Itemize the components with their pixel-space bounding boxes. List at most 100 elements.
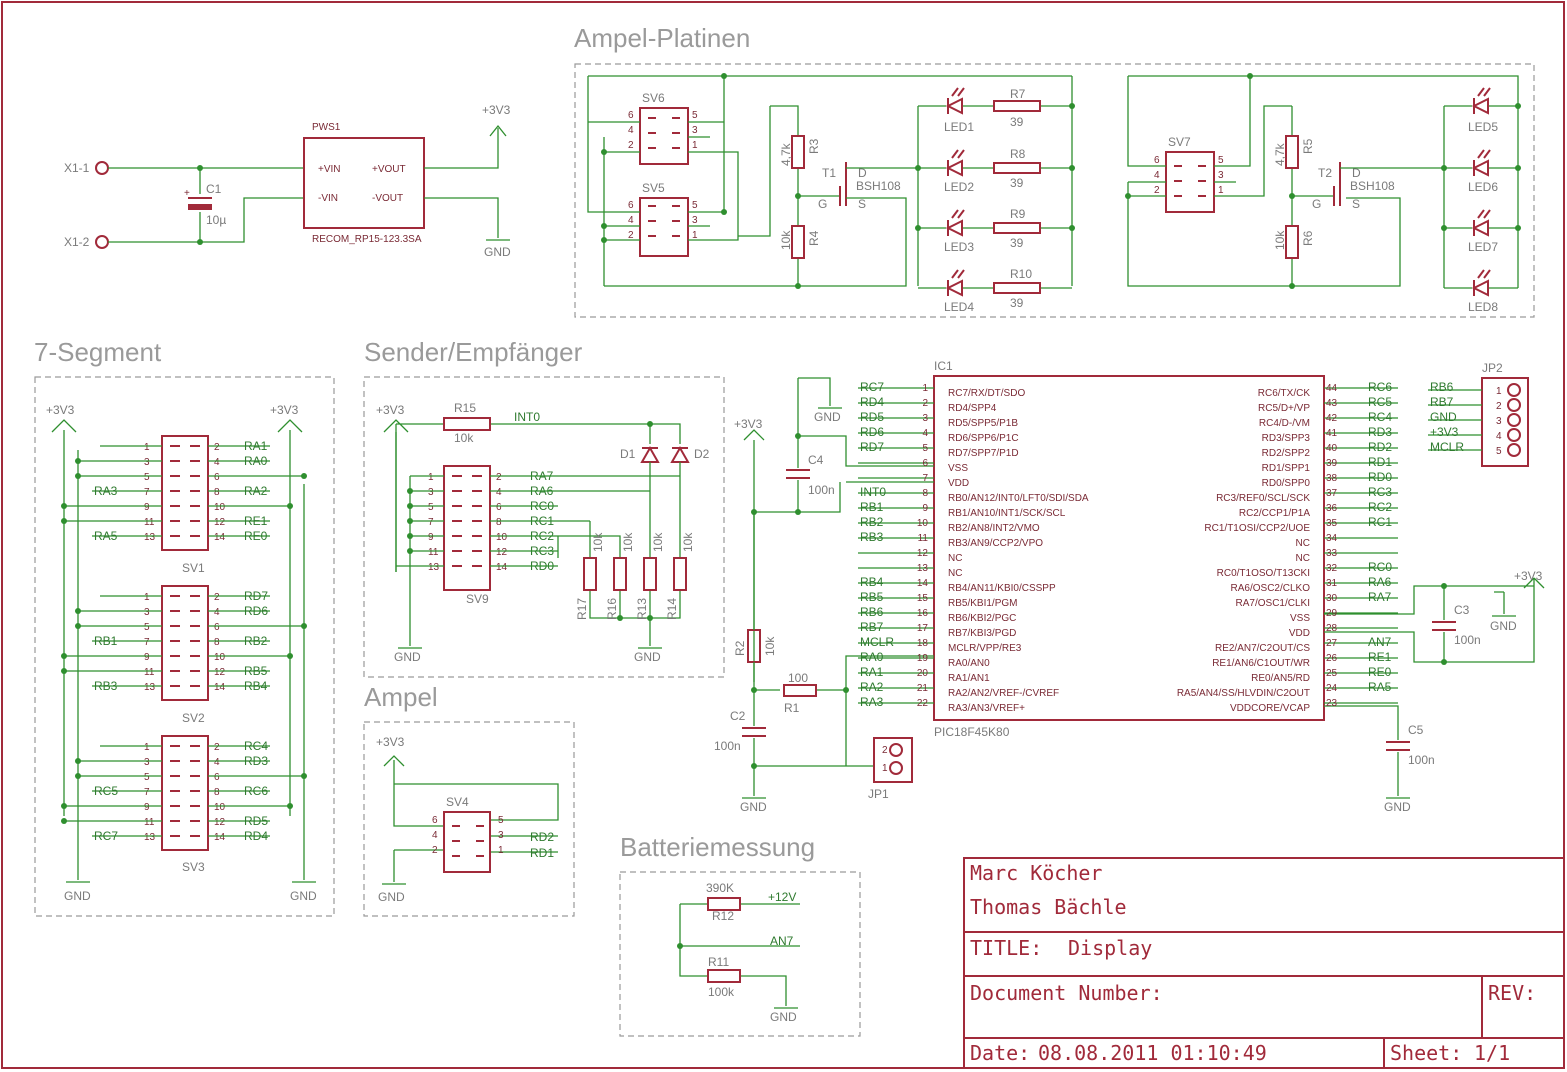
ic1-pin-41: 41 [1326, 428, 1338, 439]
ic1-pin-22: 22 [917, 698, 929, 709]
ic1-pin-13: 13 [917, 563, 929, 574]
svg-text:1: 1 [1218, 185, 1224, 196]
ic1-net-14: RB4 [860, 575, 884, 589]
sv4-connector [443, 811, 491, 873]
ic1-pin-name-26: RE1/AN6/C1OUT/WR [1212, 658, 1310, 669]
c4-value: 100n [808, 483, 835, 497]
sv9-pin-1: 1 [428, 472, 434, 483]
sv2-pin-7: 7 [144, 637, 150, 648]
r1-value: 100 [788, 671, 808, 685]
svg-text:2: 2 [628, 230, 634, 241]
jp2-net-4: +3V3 [1430, 425, 1459, 439]
ic1-pin-name-42: RC4/D-/VM [1259, 418, 1310, 429]
ic1-pin-name-18: MCLR/VPP/RE3 [948, 643, 1022, 654]
battery-net-an7: AN7 [770, 934, 794, 948]
ic1-pin-7: 7 [922, 473, 928, 484]
r7-value: 39 [1010, 115, 1024, 129]
sv9-pin-10: 10 [496, 532, 508, 543]
r3-label: R3 [807, 138, 821, 154]
ic1-net-3: RD5 [860, 410, 884, 424]
sv1-net-5: RA5 [94, 529, 118, 543]
ic1-pin-20: 20 [917, 668, 929, 679]
sv1-net-0: RA1 [244, 439, 268, 453]
ampel-v33: +3V3 [376, 735, 405, 749]
sv9-pin-12: 12 [496, 547, 508, 558]
svg-text:4: 4 [1154, 170, 1160, 181]
ic1-pin-name-25: RE0/AN5/RD [1251, 673, 1310, 684]
r15-value: 10k [454, 431, 474, 445]
ampel-net-rd1: RD1 [530, 846, 554, 860]
ic1-pin-27: 27 [1326, 638, 1338, 649]
sv9-connector [443, 465, 491, 591]
ic1-net-37: RC3 [1368, 485, 1392, 499]
sv2-label: SV2 [182, 711, 205, 725]
sv3-net-2: RC5 [94, 784, 118, 798]
ic1-pin-name-12: NC [948, 553, 962, 564]
author-1: Marc Köcher [970, 861, 1102, 885]
sv3-net-4: RD5 [244, 814, 268, 828]
r16-label: R16 [605, 598, 619, 620]
x1-1-terminal[interactable] [95, 161, 109, 175]
ic1-pin-name-40: RD2/SPP2 [1262, 448, 1311, 459]
sv2-net-2: RB1 [94, 634, 118, 648]
sv1-pin-13: 13 [144, 532, 156, 543]
ic1-pin-39: 39 [1326, 458, 1338, 469]
ic1-pin-6: 6 [922, 458, 928, 469]
sv1-pin-8: 8 [214, 487, 220, 498]
r11-label: R11 [708, 955, 729, 969]
ic1-pin-name-15: RB5/KBI1/PGM [948, 598, 1017, 609]
sv1-pin-5: 5 [144, 472, 150, 483]
r9-label: R9 [1010, 207, 1026, 221]
ic1-pin-name-34: NC [1296, 538, 1310, 549]
r7-label: R7 [1010, 87, 1026, 101]
sv3-label: SV3 [182, 860, 205, 874]
ic1-net-20: RA1 [860, 665, 884, 679]
ic1-net-17: RB7 [860, 620, 884, 634]
ic1-net-32: RC0 [1368, 560, 1392, 574]
led3-label: LED3 [944, 240, 974, 254]
c2-value: 100n [714, 739, 741, 753]
sv2-net-5: RB3 [94, 679, 118, 693]
sv5-label: SV5 [642, 181, 665, 195]
ic1-pin-17: 17 [917, 623, 929, 634]
r4-value: 10k [779, 230, 793, 250]
ic1-pin-32: 32 [1326, 563, 1338, 574]
sv1-pin-10: 10 [214, 502, 226, 513]
x1-2-label: X1-2 [64, 235, 90, 249]
sv3-pin-11: 11 [144, 817, 155, 828]
battery-area: 390K R12 +12V AN7 R11 100k GND [677, 881, 800, 1024]
sv2-net-3: RB2 [244, 634, 268, 648]
ic1-pin-28: 28 [1326, 623, 1338, 634]
ic1-pin-name-1: RC7/RX/DT/SDO [948, 388, 1025, 399]
ampel-gnd: GND [378, 890, 405, 904]
ic1-pin-9: 9 [922, 503, 928, 514]
ic1-pin-name-27: RE2/AN7/C2OUT/CS [1215, 643, 1310, 654]
r5-value: 4,7k [1273, 142, 1287, 166]
ic1-net-16: RB6 [860, 605, 884, 619]
jp1-connector [873, 737, 913, 783]
svg-text:4: 4 [432, 830, 438, 841]
ic1-net-19: RA0 [860, 650, 884, 664]
ic1-pin-name-2: RD4/SPP4 [948, 403, 997, 414]
r14-value: 10k [681, 532, 695, 552]
sv9-pin-14: 14 [496, 562, 508, 573]
ic1-net-43: RC5 [1368, 395, 1392, 409]
pws1-pin-vout-p: +VOUT [372, 164, 406, 175]
ic1-pin-name-28: VDD [1289, 628, 1310, 639]
jp2-pin-5: 5 [1496, 446, 1502, 457]
sv9-pin-11: 11 [428, 547, 439, 558]
gnd-label-ps: GND [484, 245, 511, 259]
svg-text:+: + [184, 188, 190, 199]
sv3-net-0: RC4 [244, 739, 268, 753]
seg-v33-left: +3V3 [46, 403, 75, 417]
sv3-pin-4: 4 [214, 757, 220, 768]
sender-frame [363, 376, 725, 678]
pws1-pin-vin-p: +VIN [318, 164, 341, 175]
sv1-net-2: RA3 [94, 484, 118, 498]
ic1-net-8: INT0 [860, 485, 886, 499]
ic1-net-26: RE1 [1368, 650, 1392, 664]
led6-label: LED6 [1468, 180, 1498, 194]
sv3-net-5: RC7 [94, 829, 118, 843]
x1-2-terminal[interactable] [95, 235, 109, 249]
